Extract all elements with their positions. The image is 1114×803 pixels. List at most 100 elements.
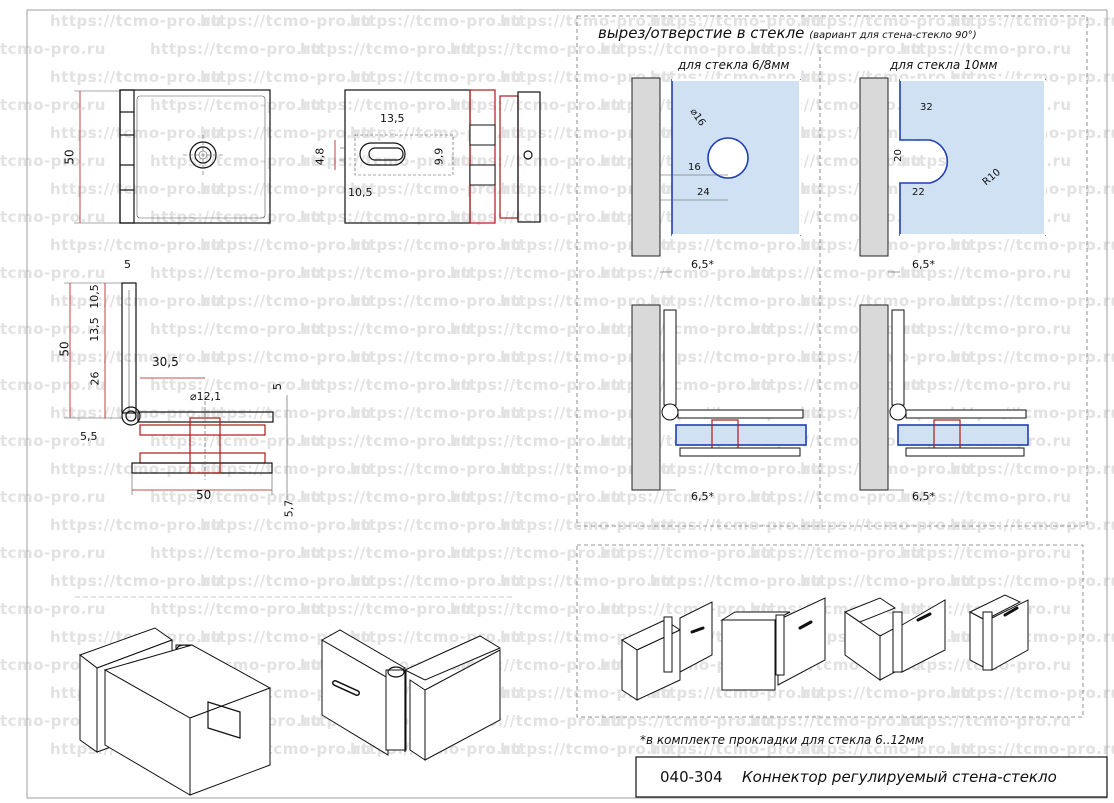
watermark-text: https://tcmo-pro.ru bbox=[200, 572, 372, 590]
watermark-text: https://tcmo-pro.ru bbox=[900, 712, 1072, 730]
dim-slot-width: 13,5 bbox=[380, 112, 405, 125]
watermark-text: https://tcmo-pro.ru bbox=[450, 208, 622, 226]
watermark-text: https://tcmo-pro.ru bbox=[50, 68, 222, 86]
watermark-text: tcmo-pro.ru bbox=[0, 600, 106, 618]
watermark-text: https://tcmo-pro.ru bbox=[450, 600, 622, 618]
watermark-text: https://tcmo-pro.ru bbox=[50, 572, 222, 590]
dim-slot-offset: 10,5 bbox=[348, 186, 373, 199]
watermark-text: https://tcmo-pro.ru bbox=[350, 460, 522, 478]
dim-base-width: 50 bbox=[196, 488, 212, 502]
watermark-text: https://tcmo-pro.ru bbox=[200, 124, 372, 142]
watermark-text: https://tcmo-pro.ru bbox=[350, 292, 522, 310]
watermark-text: https://tcmo-pro.ru bbox=[350, 236, 522, 254]
dim-front-height: 50 bbox=[62, 149, 77, 165]
watermark-text: https://tcmo-pro.ru bbox=[800, 292, 972, 310]
watermark-text: https://tcmo-pro.ru bbox=[650, 348, 822, 366]
watermark-text: https://tcmo-pro.ru bbox=[150, 600, 322, 618]
watermark-text: https://tcmo-pro.ru bbox=[600, 264, 772, 282]
dim-gap-left-top: 6,5* bbox=[691, 258, 714, 271]
watermark-text: https://tcmo-pro.ru bbox=[800, 684, 972, 702]
watermark-text: https://tcmo-pro.ru bbox=[300, 376, 472, 394]
watermark-text: https://tcmo-pro.ru bbox=[300, 264, 472, 282]
watermark-text: https://tcmo-pro.ru bbox=[600, 40, 772, 58]
watermark-text: https://tcmo-pro.ru bbox=[200, 292, 372, 310]
watermark-text: https://tcmo-pro.ru bbox=[650, 292, 822, 310]
title-block-frame bbox=[635, 756, 1108, 798]
watermark-text: https://tcmo-pro.ru bbox=[300, 488, 472, 506]
watermark-text: https://tcmo-pro.ru bbox=[950, 460, 1114, 478]
footnote: *в комплекте прокладки для стекла 6..12м… bbox=[640, 733, 924, 747]
watermark-text: https://tcmo-pro.ru bbox=[150, 320, 322, 338]
watermark-text: https://tcmo-pro.ru bbox=[200, 68, 372, 86]
dim-gap-left-bottom: 6,5* bbox=[691, 490, 714, 503]
watermark-text: https://tcmo-pro.ru bbox=[950, 292, 1114, 310]
drawing-code: 040-304 bbox=[660, 768, 723, 786]
watermark-text: https://tcmo-pro.ru bbox=[150, 544, 322, 562]
watermark-text: https://tcmo-pro.ru bbox=[500, 292, 672, 310]
watermark-text: https://tcmo-pro.ru bbox=[300, 152, 472, 170]
watermark-text: https://tcmo-pro.ru bbox=[500, 12, 672, 30]
watermark-text: https://tcmo-pro.ru bbox=[350, 404, 522, 422]
watermark-text: https://tcmo-pro.ru bbox=[200, 180, 372, 198]
dim-arm-length: 30,5 bbox=[152, 355, 179, 369]
watermark-text: https://tcmo-pro.ru bbox=[150, 40, 322, 58]
watermark-text: tcmo-pro.ru bbox=[0, 544, 106, 562]
dim-side-total: 50 bbox=[57, 341, 72, 357]
top-view bbox=[334, 89, 541, 224]
watermark-text: https://tcmo-pro.ru bbox=[450, 544, 622, 562]
watermark-text: tcmo-pro.ru bbox=[0, 152, 106, 170]
dim-side-top: 5 bbox=[124, 258, 131, 271]
drawing-name: Коннектор регулируемый стена-стекло bbox=[742, 768, 1057, 786]
watermark-text: https://tcmo-pro.ru bbox=[450, 320, 622, 338]
watermark-text: https://tcmo-pro.ru bbox=[750, 544, 922, 562]
watermark-text: tcmo-pro.ru bbox=[0, 432, 106, 450]
dim-notch-height: 20 bbox=[892, 149, 904, 162]
dim-slot-span: 9,9 bbox=[432, 147, 446, 166]
watermark-text: https://tcmo-pro.ru bbox=[450, 432, 622, 450]
watermark-text: https://tcmo-pro.ru bbox=[200, 516, 372, 534]
watermark-text: https://tcmo-pro.ru bbox=[650, 572, 822, 590]
watermark-text: https://tcmo-pro.ru bbox=[500, 236, 672, 254]
dim-base-left: 5,5 bbox=[80, 430, 98, 443]
watermark-text: https://tcmo-pro.ru bbox=[950, 572, 1114, 590]
watermark-text: https://tcmo-pro.ru bbox=[950, 236, 1114, 254]
watermark-text: https://tcmo-pro.ru bbox=[300, 40, 472, 58]
dim-side-a: 10,5 bbox=[87, 284, 101, 309]
watermark-text: https://tcmo-pro.ru bbox=[300, 600, 472, 618]
dim-hole-edge: 24 bbox=[697, 187, 710, 198]
watermark-text: https://tcmo-pro.ru bbox=[450, 376, 622, 394]
watermark-text: https://tcmo-pro.ru bbox=[200, 12, 372, 30]
watermark-text: https://tcmo-pro.ru bbox=[500, 68, 672, 86]
watermark-text: https://tcmo-pro.ru bbox=[300, 208, 472, 226]
cutout-left-label: для стекла 6/8мм bbox=[678, 58, 790, 72]
watermark-text: https://tcmo-pro.ru bbox=[150, 488, 322, 506]
watermark-text: https://tcmo-pro.ru bbox=[500, 404, 672, 422]
watermark-text: https://tcmo-pro.ru bbox=[350, 348, 522, 366]
watermark-text: https://tcmo-pro.ru bbox=[650, 516, 822, 534]
watermark-text: https://tcmo-pro.ru bbox=[500, 180, 672, 198]
watermark-text: tcmo-pro.ru bbox=[0, 712, 106, 730]
watermark-text: https://tcmo-pro.ru bbox=[950, 348, 1114, 366]
watermark-text: https://tcmo-pro.ru bbox=[650, 12, 822, 30]
watermark-text: https://tcmo-pro.ru bbox=[900, 544, 1072, 562]
side-view bbox=[64, 282, 288, 500]
watermark-text: https://tcmo-pro.ru bbox=[900, 320, 1072, 338]
watermark-text: https://tcmo-pro.ru bbox=[650, 740, 822, 758]
watermark-text: https://tcmo-pro.ru bbox=[500, 460, 672, 478]
front-view bbox=[74, 89, 271, 224]
watermark-text: https://tcmo-pro.ru bbox=[200, 348, 372, 366]
cutout-title: вырез/отверстие в стекле (вариант для ст… bbox=[598, 24, 977, 42]
watermark-text: https://tcmo-pro.ru bbox=[300, 432, 472, 450]
iso-panel bbox=[576, 544, 1084, 718]
watermark-text: https://tcmo-pro.ru bbox=[900, 376, 1072, 394]
watermark-text: https://tcmo-pro.ru bbox=[350, 572, 522, 590]
watermark-text: https://tcmo-pro.ru bbox=[500, 516, 672, 534]
dim-notch-width: 32 bbox=[920, 102, 933, 113]
watermark-text: https://tcmo-pro.ru bbox=[800, 12, 972, 30]
watermark-text: https://tcmo-pro.ru bbox=[450, 488, 622, 506]
watermark-text: https://tcmo-pro.ru bbox=[500, 124, 672, 142]
watermark-text: https://tcmo-pro.ru bbox=[600, 712, 772, 730]
watermark-text: https://tcmo-pro.ru bbox=[150, 152, 322, 170]
